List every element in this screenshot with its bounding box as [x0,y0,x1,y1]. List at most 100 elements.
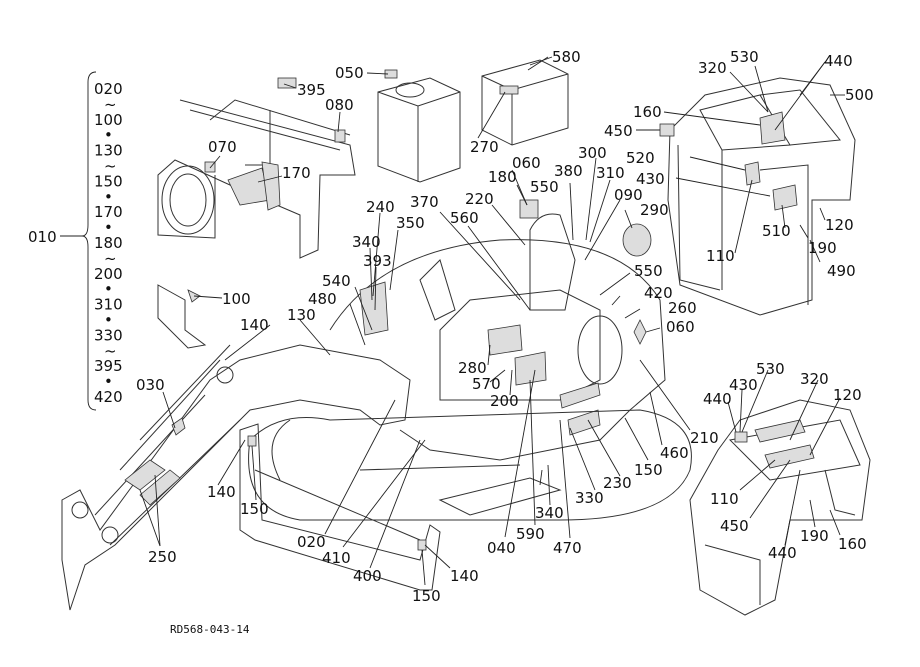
track-part [248,409,692,521]
callout-460: 460 [660,444,689,462]
callout-320: 320 [800,370,829,388]
callout-440: 440 [703,390,732,408]
callout-050: 050 [335,64,364,82]
callout-440: 440 [824,52,853,70]
range-separator: • [104,280,113,298]
callout-140: 140 [450,567,479,585]
range-item: 395 [94,357,123,375]
range-separator: • [104,188,113,206]
callout-230: 230 [603,474,632,492]
callout-520: 520 [626,149,655,167]
range-separator: • [104,126,113,144]
callout-393: 393 [363,252,392,270]
callout-030: 030 [136,376,165,394]
callout-560: 560 [450,209,479,227]
range-item: 420 [94,388,123,406]
cab-part [659,77,856,316]
range-item: 150 [94,172,123,190]
callout-040: 040 [487,539,516,557]
callout-410: 410 [322,549,351,567]
diagram-code: RD568-043-14 [170,623,250,636]
callout-160: 160 [838,535,867,553]
callout-290: 290 [640,201,669,219]
callout-130: 130 [287,306,316,324]
range-group-label: 010 [28,228,57,246]
callout-450: 450 [720,517,749,535]
callout-330: 330 [575,489,604,507]
callout-110: 110 [706,247,735,265]
range-item: 020 [94,80,123,98]
small-decals [157,199,652,349]
range-item: 310 [94,296,123,314]
callout-100: 100 [222,290,251,308]
callout-060: 060 [666,318,695,336]
callout-395: 395 [297,81,326,99]
range-item: 200 [94,265,123,283]
callout-470: 470 [553,539,582,557]
range-separator: ~ [104,157,117,175]
callout-590: 590 [516,525,545,543]
callout-510: 510 [762,222,791,240]
callout-240: 240 [366,198,395,216]
range-separator: • [104,219,113,237]
range-item: 130 [94,142,123,160]
callout-120: 120 [833,386,862,404]
callout-370: 370 [410,193,439,211]
tank-part [377,69,461,183]
callout-420: 420 [644,284,673,302]
range-item: 170 [94,203,123,221]
callout-140: 140 [207,483,236,501]
callout-270: 270 [470,138,499,156]
callout-120: 120 [825,216,854,234]
battery-part [481,59,569,146]
callout-300: 300 [578,144,607,162]
range-item: 100 [94,111,123,129]
range-item: 330 [94,326,123,344]
callout-080: 080 [325,96,354,114]
callout-580: 580 [552,48,581,66]
callout-450: 450 [604,122,633,140]
range-group: 010 020~100•130~150•170•180~200•310•330~… [28,71,123,411]
callout-160: 160 [633,103,662,121]
callout-380: 380 [554,162,583,180]
machine-body-part [329,213,666,461]
callout-430: 430 [636,170,665,188]
callout-540: 540 [322,272,351,290]
callout-210: 210 [690,429,719,447]
callout-150: 150 [634,461,663,479]
callout-480: 480 [308,290,337,308]
callout-labels: 050 580 395 080 270 070 170 100 060 180 … [136,48,874,605]
callout-260: 260 [668,299,697,317]
blade-part [239,423,441,591]
callout-020: 020 [297,533,326,551]
range-separator: ~ [104,95,117,113]
callout-190: 190 [800,527,829,545]
callout-170: 170 [282,164,311,182]
callout-150: 150 [412,587,441,605]
callout-150: 150 [240,500,269,518]
callout-530: 530 [730,48,759,66]
callout-400: 400 [353,567,382,585]
range-separator: • [104,373,113,391]
callout-180: 180 [488,168,517,186]
callout-280: 280 [458,359,487,377]
guard-frame-part [157,77,356,259]
callout-530: 530 [756,360,785,378]
callout-340: 340 [352,233,381,251]
callout-090: 090 [614,186,643,204]
callout-570: 570 [472,375,501,393]
callout-190: 190 [808,239,837,257]
canopy-part [689,399,871,616]
callout-320: 320 [698,59,727,77]
callout-340: 340 [535,504,564,522]
callout-310: 310 [596,164,625,182]
callout-430: 430 [729,376,758,394]
range-item: 180 [94,234,123,252]
callout-200: 200 [490,392,519,410]
callout-220: 220 [465,190,494,208]
callout-490: 490 [827,262,856,280]
callout-110: 110 [710,490,739,508]
callout-350: 350 [396,214,425,232]
boom-arm-part [61,344,411,611]
